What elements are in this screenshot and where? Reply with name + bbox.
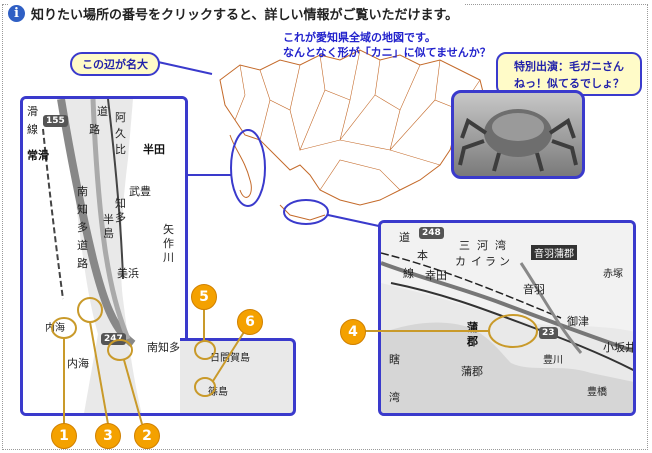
map-label: 線	[403, 267, 414, 280]
map-label: 知	[115, 197, 126, 210]
chita-peninsula-map: 滑 線 道 阿 路 久 比 半田 常滑 武豊 南 知 多 道 路 知 多 半 島…	[20, 96, 188, 416]
gamagori-map: 道 線 本 三 河 湾 幸田 ラ イ ン カ 音羽蒲郡 音羽 赤塚 御津 蒲 郡…	[378, 220, 636, 416]
map-label: ン	[499, 255, 510, 268]
route-shield: 23	[539, 327, 558, 339]
map-label: 川	[163, 251, 174, 264]
bay-label: 湾	[389, 391, 400, 404]
city-toyokawa: 豊川	[543, 355, 563, 366]
map-label: 知	[77, 203, 88, 216]
aichi-prefecture-map	[219, 49, 486, 221]
map-label: 滑	[27, 105, 38, 118]
map-label: 路	[77, 257, 88, 270]
island-himakajima: 日間賀島	[210, 353, 250, 364]
instruction-text: 知りたい場所の番号をクリックすると、詳しい情報がご覧いただけます。	[31, 7, 459, 23]
place-mito: 御津	[567, 315, 589, 328]
map-label: イ	[471, 255, 482, 268]
meidai-label: この辺が名大	[70, 52, 160, 76]
city-kozakai: 小坂井	[603, 341, 636, 354]
location-5-button[interactable]: 5	[191, 284, 217, 310]
map-label: 道	[97, 105, 108, 118]
city-gamagori-vertical-2: 郡	[467, 335, 478, 348]
map-label: 南	[77, 185, 88, 198]
crab-speech-bubble: 特別出演：毛ガニさん ねっ！似てるでしょ？	[496, 52, 642, 96]
map-label: 三	[459, 239, 470, 252]
map-label: 島	[103, 227, 114, 240]
map-label: 内海	[45, 323, 65, 334]
crab-photo	[451, 90, 585, 179]
map-label: 瞎	[389, 353, 400, 366]
info-icon: i	[8, 4, 25, 22]
location-2-button[interactable]: 2	[134, 423, 160, 449]
map-label: ラ	[485, 255, 496, 268]
crab-bubble-line1: 特別出演：毛ガニさん	[514, 60, 624, 73]
location-3-button[interactable]: 3	[95, 423, 121, 449]
route-shield: 155	[43, 115, 68, 127]
map-label: 本	[417, 249, 428, 262]
map-label: 湾	[495, 239, 506, 252]
chita-map-drawing	[23, 99, 185, 413]
islands-map: 日間賀島 篠島	[180, 338, 296, 416]
map-label: カ	[455, 255, 466, 268]
crab-bubble-line2: ねっ！似てるでしょ？	[514, 77, 624, 90]
map-label: 多	[77, 221, 88, 234]
city-kota: 幸田	[425, 269, 447, 282]
map-label: 矢	[163, 223, 174, 236]
map-label: 道	[77, 239, 88, 252]
aichi-caption-line2: なんとなく形が「カニ」に似てませんか？	[283, 46, 491, 59]
map-label: 阿	[115, 111, 126, 124]
station-gamagori: 蒲郡	[461, 365, 483, 378]
map-label: 路	[89, 123, 100, 136]
map-label: 内海	[67, 357, 89, 370]
station-otowa-gamagori: 音羽蒲郡	[531, 245, 577, 260]
instruction-header: i 知りたい場所の番号をクリックすると、詳しい情報がご覧いただけます。	[8, 2, 465, 24]
location-4-button[interactable]: 4	[340, 319, 366, 345]
crab-icon	[458, 109, 578, 172]
route-shield: 247	[101, 333, 126, 345]
city-otowa: 音羽	[523, 283, 545, 296]
city-toyohashi: 豊橋	[587, 387, 607, 398]
aichi-caption-line1: これが愛知県全域の地図です。	[283, 31, 436, 44]
map-label: 作	[163, 237, 174, 250]
place-akatsuka: 赤塚	[603, 269, 623, 280]
map-label: 武豊	[129, 185, 151, 198]
city-tokoname: 常滑	[27, 149, 49, 162]
location-1-button[interactable]: 1	[51, 423, 77, 449]
map-label: 線	[27, 123, 38, 136]
aichi-caption: これが愛知県全域の地図です。 なんとなく形が「カニ」に似てませんか？	[283, 30, 491, 60]
map-label: 久	[115, 127, 126, 140]
city-handa: 半田	[143, 143, 165, 156]
location-6-button[interactable]: 6	[237, 309, 263, 335]
map-label: 南知多	[147, 341, 180, 354]
island-shinojima: 篠島	[208, 387, 228, 398]
map-label: 半	[103, 213, 114, 226]
map-label: 道	[399, 231, 410, 244]
city-gamagori-vertical-1: 蒲	[467, 321, 478, 334]
city-mihama: 美浜	[117, 267, 139, 280]
map-label: 比	[115, 143, 126, 156]
map-label: 河	[477, 239, 488, 252]
route-shield: 248	[419, 227, 444, 239]
map-label: 多	[115, 211, 126, 224]
